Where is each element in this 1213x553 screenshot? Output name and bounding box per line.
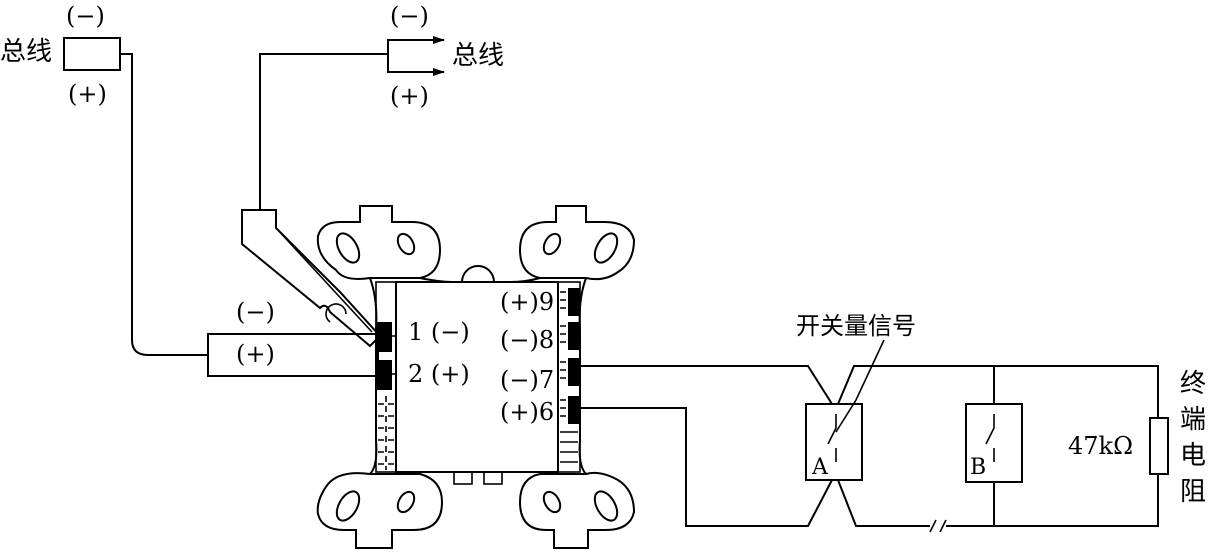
bus-input-connector [63, 37, 121, 71]
terminal-2-label: 2 (+) [408, 360, 470, 388]
switch-device-b: B [965, 403, 1023, 483]
device-b-label: B [970, 455, 986, 480]
module-input-connector [207, 333, 379, 377]
slot-tr-2 [593, 232, 619, 264]
module-input-neg-label: (−) [236, 298, 275, 326]
slot-bl-1 [335, 490, 361, 522]
switch-signal-label: 开关量信号 [796, 312, 916, 340]
bus-output-connector [387, 39, 440, 73]
top-bridge [419, 265, 541, 283]
top-left-ear [316, 205, 442, 280]
terminal-9-label: (+)9 [500, 288, 554, 316]
bus-input-wire [120, 53, 208, 356]
end-resistor-label: 终 端 电 阻 [1180, 369, 1206, 507]
terminal-block-7 [568, 358, 580, 386]
device-b-box [965, 403, 1023, 483]
terminal-block-8 [568, 322, 580, 350]
switch-signal-leader [835, 339, 885, 433]
wire-break-mark [929, 519, 947, 533]
cable-bead [325, 303, 347, 323]
bus-output-pos-label: (+) [390, 82, 429, 110]
bottom-tab-2 [483, 471, 503, 485]
left-terminal-strip [375, 281, 397, 473]
device-b-contact [985, 414, 995, 462]
bus-output-wire [259, 53, 388, 210]
resistor-value-label: 47kΩ [1068, 432, 1133, 460]
bottom-left-ear [316, 472, 444, 549]
terminal-block-2 [376, 360, 392, 390]
terminal-6-label: (+)6 [500, 398, 554, 426]
slot-tr-1 [542, 232, 562, 256]
switch-device-a: A [805, 403, 863, 481]
device-a-box [805, 403, 863, 481]
bus-output-neg-label: (−) [390, 2, 429, 30]
end-resistor [1149, 417, 1169, 475]
bottom-right-ear [518, 471, 636, 549]
bus-input-neg-label: (−) [66, 2, 105, 30]
device-a-label: A [811, 455, 829, 480]
bus-input-group: 总线 (−) (+) [0, 2, 121, 108]
right-terminal-strip [557, 281, 581, 473]
left-strip-dashes [378, 396, 394, 470]
terminal-block-6 [568, 396, 580, 424]
right-strip-ticks [560, 291, 578, 463]
slot-br-1 [542, 490, 562, 514]
module-body [316, 205, 636, 549]
slot-bl-2 [396, 490, 416, 514]
terminal-block-9 [568, 288, 580, 316]
end-resistor-char-3: 电 [1180, 441, 1206, 471]
terminal-8-label: (−)8 [500, 326, 554, 354]
cable-sleeve-inner [275, 227, 373, 333]
wire-terminal-7 [580, 365, 1159, 418]
end-resistor-char-1: 终 [1180, 369, 1206, 399]
bus-input-label: 总线 [0, 37, 52, 67]
bus-output-group: (−) 总线 (+) [387, 2, 504, 110]
bus-input-pos-label: (+) [68, 80, 107, 108]
slot-br-2 [593, 490, 619, 522]
terminal-7-label: (−)7 [500, 366, 554, 394]
end-resistor-char-2: 端 [1180, 405, 1206, 435]
device-a-contact [827, 414, 837, 462]
slot-tl-1 [335, 232, 361, 264]
wire-terminal-6 [580, 407, 1159, 527]
bottom-tab-1 [453, 471, 473, 485]
module-input-pos-label: (+) [236, 340, 275, 368]
bus-output-label: 总线 [452, 41, 504, 71]
slot-tl-2 [396, 232, 416, 256]
end-resistor-char-4: 阻 [1180, 477, 1206, 507]
module-input-group: (−) (+) [207, 298, 379, 377]
terminal-1-label: 1 (−) [408, 318, 470, 346]
top-right-ear [518, 205, 636, 281]
terminal-block-1 [376, 322, 392, 352]
